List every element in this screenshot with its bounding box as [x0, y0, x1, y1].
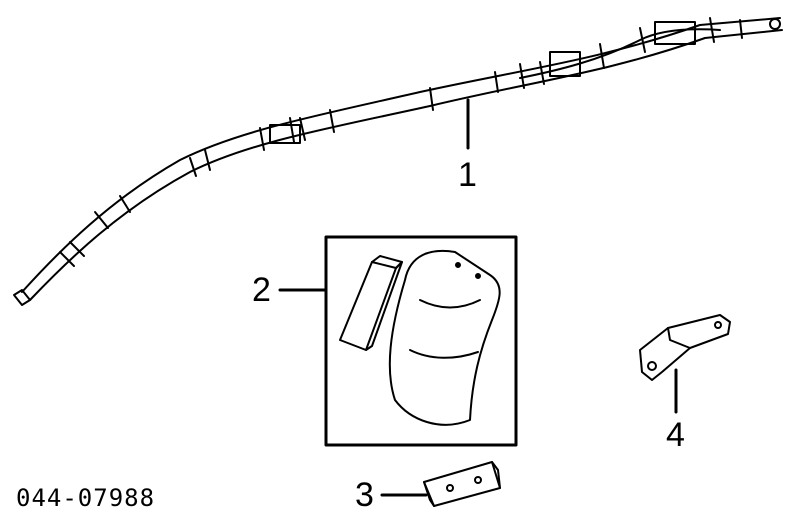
callout-3: 3: [355, 476, 374, 514]
diagram-code: 044-07988: [16, 484, 156, 512]
bracket-part-3: [380, 461, 501, 507]
side-airbag-box: [278, 235, 518, 447]
bracket-part-4: [639, 314, 731, 414]
curtain-airbag-part: [13, 17, 783, 306]
callout-1: 1: [458, 156, 477, 194]
callout-2: 2: [252, 271, 271, 309]
callout-4: 4: [666, 416, 685, 454]
